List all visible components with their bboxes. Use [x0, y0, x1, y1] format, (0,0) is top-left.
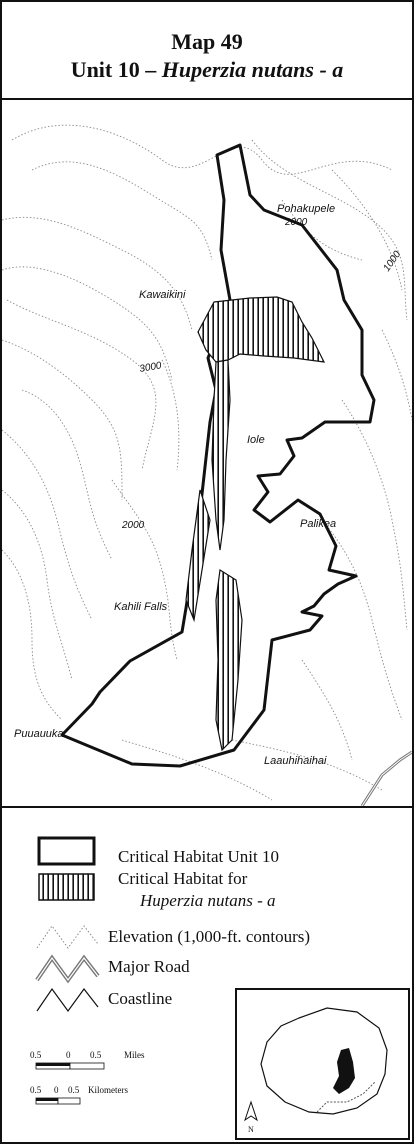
- legend-elevation-label: Elevation (1,000-ft. contours): [108, 927, 311, 946]
- map-legend: 0.5 0 0.5 Miles 0.5 0 0.5 Kilometers Cri…: [2, 808, 412, 1142]
- map-panel: Pohakupele 2000 1000 Kawaikini 3000 Iole…: [2, 100, 412, 808]
- legend-huperzia-label-2: Huperzia nutans - a: [140, 891, 276, 910]
- scale-bar-miles: 0.5 0 0.5 Miles: [30, 1050, 145, 1070]
- inset-unit-highlight: [333, 1048, 355, 1094]
- legend-huperzia-label-2-wrap: Huperzia nutans - a: [140, 890, 276, 912]
- subtitle-species: Huperzia nutans - a: [161, 57, 344, 82]
- map-header: Map 49 Unit 10 – Huperzia nutans - a: [2, 2, 412, 100]
- legend-unit-label: Critical Habitat Unit 10: [118, 847, 279, 866]
- scale-bar-kilometers: 0.5 0 0.5 Kilometers: [30, 1085, 128, 1105]
- contour-label-2000-left: 2000: [121, 520, 145, 531]
- legend-symbols: 0.5 0 0.5 Miles 0.5 0 0.5 Kilometers: [30, 836, 145, 1105]
- huperzia-critical-habitat: [185, 296, 326, 752]
- scale-miles-left: 0.5: [30, 1050, 42, 1060]
- north-label: N: [248, 1125, 254, 1134]
- scale-miles-right: 0.5: [90, 1050, 102, 1060]
- legend-elevation-swatch: [36, 925, 99, 949]
- map-canvas: Pohakupele 2000 1000 Kawaikini 3000 Iole…: [2, 124, 412, 806]
- legend-huperzia-label-1: Critical Habitat for: [118, 869, 248, 888]
- label-laauhihaihai: Laauhihaihai: [264, 755, 327, 767]
- locator-inset: N: [235, 988, 410, 1140]
- label-iole: Iole: [247, 434, 265, 446]
- label-kawaikini: Kawaikini: [139, 289, 186, 301]
- legend-huperzia-swatch: [38, 873, 95, 901]
- legend-coast-label: Coastline: [108, 989, 173, 1008]
- scale-km-left: 0.5: [30, 1085, 42, 1095]
- inset-road: [316, 1081, 376, 1113]
- scale-km-unit: Kilometers: [88, 1085, 128, 1095]
- contour-label-2000-top: 2000: [284, 217, 308, 228]
- island-outline: [260, 1007, 388, 1115]
- map-title: Map 49: [171, 29, 243, 54]
- elevation-contours: [2, 124, 412, 801]
- label-kahili-falls: Kahili Falls: [114, 601, 168, 613]
- legend-coast-swatch: [36, 987, 99, 1013]
- legend-road-swatch: [35, 954, 100, 984]
- north-arrow-icon: [244, 1100, 258, 1122]
- label-puuauuka: Puuauuka: [14, 728, 64, 740]
- major-road-inner: [361, 751, 412, 806]
- subtitle-unit: Unit 10 –: [70, 57, 162, 82]
- legend-road-label: Major Road: [108, 957, 190, 976]
- contour-label-1000: 1000: [381, 249, 403, 274]
- label-palikea: Palikea: [300, 518, 336, 530]
- map-subtitle: Unit 10 – Huperzia nutans - a: [2, 56, 412, 84]
- legend-unit-swatch: [37, 836, 96, 866]
- locator-map: N: [244, 1007, 388, 1134]
- contour-label-3000: 3000: [139, 360, 163, 375]
- label-pohakupele: Pohakupele: [277, 203, 335, 215]
- legend-road-inner: [36, 956, 99, 982]
- scale-miles-zero: 0: [66, 1050, 71, 1060]
- scale-km-right: 0.5: [68, 1085, 80, 1095]
- scale-km-zero: 0: [54, 1085, 59, 1095]
- major-road: [360, 750, 412, 806]
- scale-miles-unit: Miles: [124, 1050, 145, 1060]
